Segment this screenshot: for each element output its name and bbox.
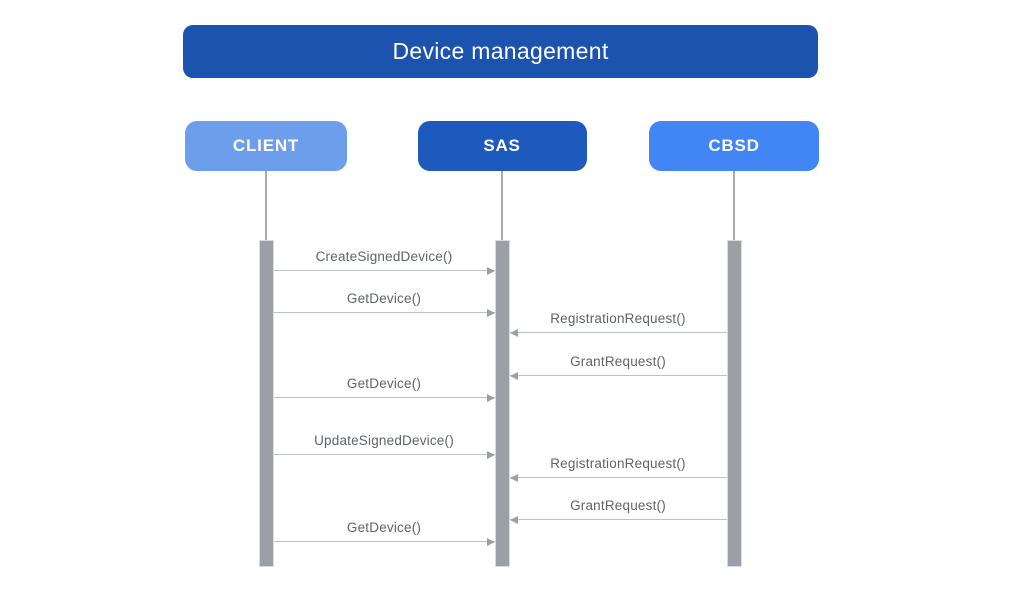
activation-bar-sas	[494, 240, 510, 567]
message-label: GetDevice()	[346, 291, 422, 306]
message-line	[273, 270, 495, 271]
message-label: RegistrationRequest()	[550, 456, 686, 471]
message-line	[509, 332, 727, 333]
message-line	[273, 397, 495, 398]
arrowhead-icon	[486, 394, 495, 402]
message-line	[273, 454, 495, 455]
arrowhead-icon	[486, 451, 495, 459]
actor-label-cbsd: CBSD	[708, 136, 760, 155]
activation-bar-cbsd	[726, 240, 742, 567]
message-label: GrantRequest()	[570, 354, 666, 369]
message-label: GrantRequest()	[570, 498, 666, 513]
message-label: GetDevice()	[346, 376, 422, 391]
lifeline-sas	[501, 171, 503, 240]
actor-box-sas: SAS	[417, 121, 587, 171]
actor-label-sas: SAS	[483, 136, 521, 155]
message-label: CreateSignedDevice()	[315, 249, 453, 264]
arrowhead-icon	[486, 267, 495, 275]
lifeline-cbsd	[733, 171, 735, 240]
activation-bar-client	[258, 240, 274, 567]
arrowhead-icon	[509, 372, 518, 380]
lifeline-client	[265, 171, 267, 240]
actor-label-client: CLIENT	[232, 136, 300, 155]
actor-box-cbsd: CBSD	[649, 121, 819, 171]
diagram-title: Device management	[183, 25, 818, 78]
message-line	[273, 541, 495, 542]
arrowhead-icon	[486, 538, 495, 546]
arrowhead-icon	[509, 329, 518, 337]
message-line	[509, 477, 727, 478]
arrowhead-icon	[509, 516, 518, 524]
message-line	[509, 519, 727, 520]
message-label: RegistrationRequest()	[550, 311, 686, 326]
message-line	[273, 312, 495, 313]
message-label: GetDevice()	[346, 520, 422, 535]
message-label: UpdateSignedDevice()	[314, 433, 454, 448]
arrowhead-icon	[486, 309, 495, 317]
actor-box-client: CLIENT	[185, 121, 347, 171]
arrowhead-icon	[509, 474, 518, 482]
message-line	[509, 375, 727, 376]
